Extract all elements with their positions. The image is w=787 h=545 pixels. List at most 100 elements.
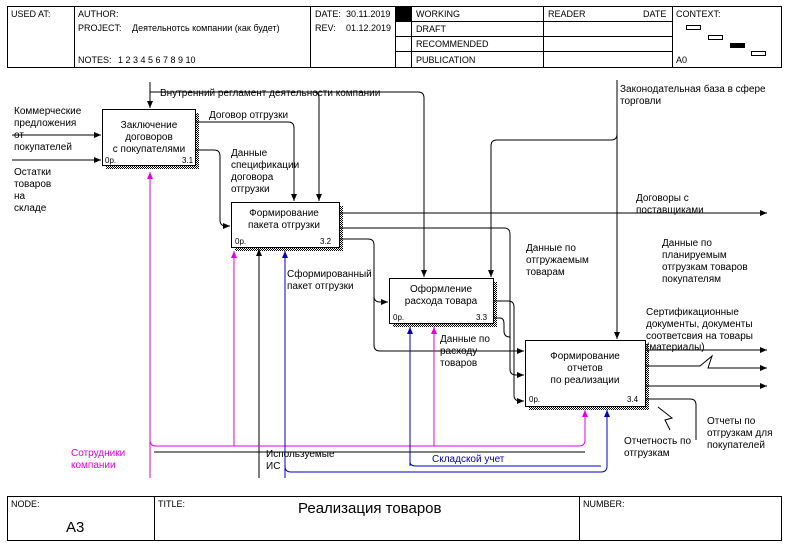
- arrow-spec-data[interactable]: [196, 149, 230, 229]
- status-working: WORKING: [416, 9, 460, 19]
- label-planned-data-2: планируемым: [662, 250, 727, 261]
- label-expense-data-2: расходу: [440, 346, 477, 357]
- status-recommended: RECOMMENDED: [416, 39, 489, 49]
- label-stock-balance-1: Остатки: [14, 167, 51, 178]
- label-reports-shipments-2: отгрузкам для: [707, 428, 773, 439]
- label-supplier-contracts-1: Договоры с: [636, 193, 689, 204]
- rev-label: REV:: [315, 23, 336, 33]
- box-3-3-line-2: расхода товара: [405, 296, 478, 307]
- label-stock-balance-2: товаров: [14, 179, 51, 190]
- label-shipped-goods-3: товарам: [526, 267, 565, 278]
- status-draft: DRAFT: [416, 24, 446, 34]
- label-formed-package-1: Сформированный: [287, 268, 372, 280]
- box-3-3-num: 3.3: [476, 313, 488, 322]
- arrow-employees-bus[interactable]: [149, 410, 588, 447]
- box-3-3-line-1: Оформление: [410, 283, 473, 295]
- label-expense-data-3: товаров: [440, 358, 477, 369]
- node-value: A3: [66, 519, 84, 536]
- box-3-1-line-1: Заключение: [121, 120, 178, 131]
- box-3-3-cost: 0р.: [393, 313, 404, 322]
- label-formed-package-2: пакет отгрузки: [287, 281, 354, 292]
- box-3-1-line-3: с покупателями: [113, 144, 185, 155]
- label-used-is-1: Используемые: [266, 449, 335, 460]
- context-thumbnail: [686, 25, 766, 56]
- label-planned-data-3: отгрузкам товаров: [662, 262, 748, 273]
- arrow-certificates[interactable]: [646, 354, 767, 371]
- box-3-4-num: 3.4: [627, 395, 639, 404]
- label-stock-balance-3: на: [14, 191, 26, 202]
- arrow-formed-package-branch[interactable]: [373, 290, 524, 354]
- label-shipped-goods-2: отгружаемым: [526, 255, 589, 266]
- reader-date-label: DATE: [643, 9, 666, 19]
- activity-box-3-2[interactable]: Формирование пакета отгрузки 0р. 3.2: [231, 202, 344, 252]
- footer-frame: [7, 496, 782, 541]
- label-planned-data-1: Данные по: [662, 238, 712, 249]
- rev-value: 01.12.2019: [346, 23, 391, 33]
- box-3-4-line-2: отчетов: [567, 363, 603, 374]
- label-shipped-goods-1: Данные по: [526, 243, 576, 254]
- label-employees-2: компании: [71, 460, 116, 471]
- author-label: AUTHOR:: [78, 9, 119, 19]
- node-label: NODE:: [11, 499, 40, 509]
- label-warehouse: Складской учет: [432, 454, 505, 465]
- box-3-1-num: 3.1: [182, 156, 194, 165]
- label-reports-shipments-1: Отчеты по: [707, 416, 756, 427]
- arrow-reports-shipments-2[interactable]: [646, 398, 697, 440]
- label-used-is-2: ИС: [266, 461, 280, 472]
- activity-box-3-1[interactable]: Заключение договоров с покупателями 0р. …: [102, 109, 200, 170]
- context-label: CONTEXT:: [676, 9, 721, 19]
- label-commercial-offers-2: предложения: [14, 118, 76, 129]
- date-label: DATE:: [315, 9, 341, 19]
- title-label: TITLE:: [158, 499, 185, 509]
- arrow-internal-regulation-branch-2[interactable]: [313, 91, 427, 277]
- diagram-title: Реализация товаров: [298, 500, 442, 517]
- label-certificates-4: (материалы): [646, 342, 705, 353]
- label-spec-data-2: спецификации: [231, 159, 299, 171]
- header-frame: [7, 6, 782, 68]
- label-internal-regulation: Внутренний регламент деятельности компан…: [160, 88, 380, 99]
- label-supplier-contracts-2: поставщиками: [636, 205, 704, 216]
- box-3-4-line-3: по реализации: [551, 375, 620, 386]
- label-shipment-reporting-1: Отчетность по: [624, 436, 691, 447]
- box-3-2-cost: 0р.: [235, 237, 246, 246]
- arrow-expense-data-2[interactable]: [494, 317, 511, 338]
- label-certificates-1: Сертификационные: [646, 306, 739, 318]
- box-3-4-line-1: Формирование: [550, 351, 620, 362]
- label-spec-data-3: договора: [231, 172, 274, 183]
- arrow-expense-data[interactable]: [494, 300, 524, 404]
- notes-label: NOTES:: [78, 55, 112, 65]
- arrow-shipment-reporting[interactable]: [657, 406, 674, 431]
- label-spec-data-1: Данные: [231, 148, 268, 159]
- number-label: NUMBER:: [583, 499, 625, 509]
- working-indicator: [396, 7, 411, 21]
- box-3-2-num: 3.2: [320, 237, 332, 246]
- arrow-shipment-contract[interactable]: [196, 121, 297, 201]
- label-shipment-contract: Договор отгрузки: [209, 110, 288, 121]
- label-legal-base-1: Законодательная база в сфере: [620, 83, 766, 95]
- activity-box-3-4[interactable]: Формирование отчетов по реализации 0р. 3…: [525, 340, 650, 411]
- box-3-1-cost: 0р.: [105, 156, 116, 165]
- status-publication: PUBLICATION: [416, 55, 475, 65]
- arrow-formed-package[interactable]: [340, 238, 388, 305]
- box-3-2-line-1: Формирование: [249, 208, 319, 219]
- label-legal-base-2: торговли: [620, 96, 661, 107]
- label-certificates-2: документы, документы: [646, 319, 753, 330]
- label-shipment-reporting-2: отгрузкам: [624, 448, 670, 459]
- label-expense-data-1: Данные по: [440, 334, 490, 345]
- project-label: PROJECT:: [78, 23, 122, 33]
- label-certificates-3: соответсвия на товары: [646, 331, 753, 342]
- label-employees-1: Сотрудники: [71, 448, 125, 459]
- context-node: A0: [676, 55, 687, 65]
- notes-numbers: 1 2 3 4 5 6 7 8 9 10: [118, 55, 196, 65]
- label-stock-balance-4: складе: [14, 203, 47, 214]
- reader-label: READER: [548, 9, 586, 19]
- label-reports-shipments-3: покупателей: [707, 440, 765, 451]
- label-commercial-offers-4: покупателей: [14, 142, 72, 153]
- activity-box-3-3[interactable]: Оформление расхода товара 0р. 3.3: [389, 278, 498, 328]
- project-value: Деятельнотсь компании (как будет): [132, 23, 280, 33]
- arrow-warehouse-bus[interactable]: [284, 410, 610, 473]
- box-3-1-line-2: договоров: [125, 132, 173, 143]
- label-commercial-offers-1: Коммерческие: [14, 106, 82, 117]
- label-spec-data-4: отгрузки: [231, 184, 270, 195]
